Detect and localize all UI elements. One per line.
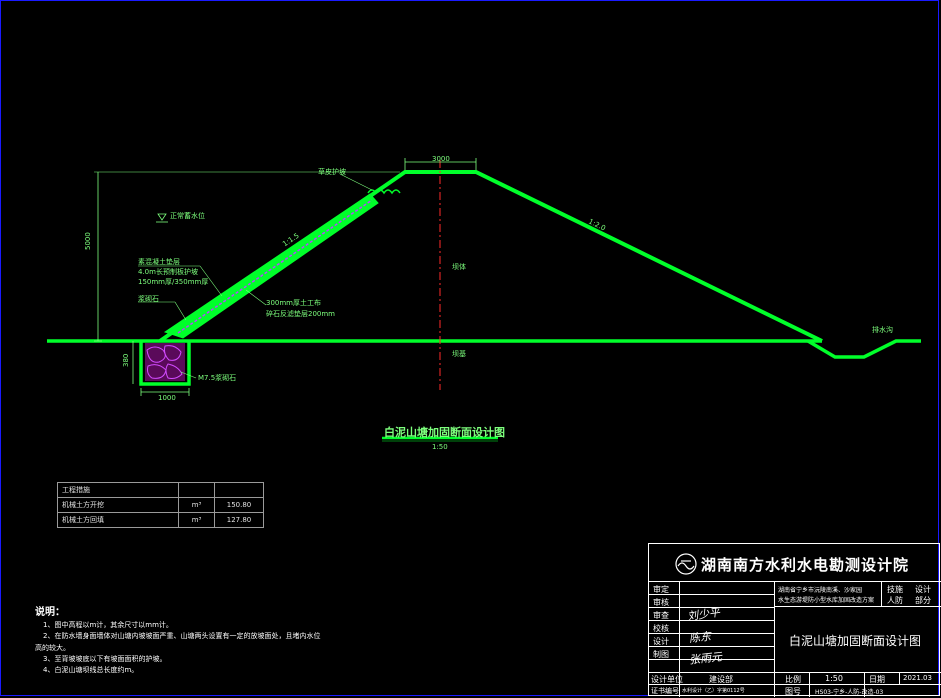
top-width-label: 3000: [432, 155, 450, 163]
dam-body-label: 坝体: [452, 263, 466, 271]
cutoff-label-1: 300mm厚土工布: [266, 299, 321, 307]
quantity-item: 机械土方回填: [57, 512, 179, 528]
dam-outline: [158, 170, 823, 343]
project-name-line-2: 水生态游堤防小型水库加固改造方案: [778, 597, 875, 604]
note-line: 3、至背坡坡底以下有坡面面积的护坡。: [43, 654, 167, 663]
drawing-name: 白泥山塘加固断面设计图: [789, 634, 922, 648]
water-level-icon: [157, 213, 167, 221]
water-level-label: 正常蓄水位: [170, 212, 205, 220]
quantity-value: 150.80: [214, 497, 264, 513]
quantity-table: 工程措施 机械土方开挖 m³ 150.80 机械土方回填 m³ 127.80: [57, 482, 264, 528]
company-logo-icon: [675, 553, 697, 575]
quantity-unit: m³: [178, 512, 215, 528]
notes-title: 说明：: [35, 607, 65, 618]
scale-value: 1:50: [825, 674, 843, 683]
concrete-protection-label: 150mm厚/350mm厚: [138, 278, 209, 286]
role-label: 设计: [653, 637, 669, 646]
dept-label: 设计单位: [651, 675, 683, 684]
drain-ditch-label: 排水沟: [872, 326, 893, 334]
date-value: 2021.03: [903, 674, 932, 682]
note-line: 4、白泥山塘坝线总长度约m。: [43, 666, 139, 675]
role-label: 审定: [653, 585, 669, 594]
height-label: 5000: [84, 232, 92, 250]
title-block: 湖南南方水利水电勘测设计院 审定 审核 审查 校核 设计 制图 刘少平 陈东 张…: [648, 543, 941, 697]
table-row: 机械土方开挖 m³ 150.80: [57, 497, 264, 513]
scale-label: 比例: [785, 675, 801, 684]
part-a: 人防: [887, 596, 903, 605]
signature: 陈东: [688, 629, 712, 646]
dept-value: 建设部: [709, 675, 733, 684]
upstream-protection: [163, 193, 379, 339]
toe-note-label: M7.5浆砌石: [198, 374, 237, 382]
drawing-scale: 1:50: [432, 443, 448, 451]
toe-width-label: 1000: [158, 394, 176, 402]
project-name-line-1: 湖南省宁乡市沅陵南溪、沙家园: [778, 587, 863, 594]
table-row: 工程措施: [57, 482, 264, 498]
cert-value: 水利设计（乙）字第0112号: [682, 688, 745, 694]
dam-foundation-label: 坝基: [452, 350, 466, 358]
table-row: 机械土方回填 m³ 127.80: [57, 512, 264, 528]
role-label: 审查: [653, 611, 669, 620]
quantity-unit: m³: [178, 497, 215, 513]
note-line: 1、图中高程以m计，其余尺寸以mm计。: [43, 621, 173, 630]
stage-label: 设计: [915, 585, 931, 594]
quantity-value: 127.80: [214, 512, 264, 528]
toe-trench: [139, 341, 191, 386]
part-b: 部分: [915, 596, 931, 605]
stage-value: 技施: [887, 585, 903, 594]
upstream-riprap: [177, 199, 373, 334]
signature: 张雨元: [688, 650, 723, 667]
notes: 说明： 1、图中高程以m计，其余尺寸以mm计。 2、在防水墙身面墙体对山塘内坡坡…: [35, 607, 320, 676]
base-layer-label-2: 4.0m长预制板护坡: [138, 268, 198, 276]
cutoff-label-2: 碎石反滤垫层200mm: [266, 310, 335, 318]
note-line: 2、在防水墙身面墙体对山塘内坡坡面严重、山塘两头设置有一定的放坡面处，且堵内水位: [43, 632, 321, 641]
note-line: 高的较大。: [35, 643, 70, 652]
grass-protection-mark: [367, 189, 401, 195]
table-header: 工程措施: [57, 482, 179, 498]
company-name: 湖南南方水利水电勘测设计院: [701, 556, 910, 574]
grass-protection-label: 草皮护坡: [318, 168, 346, 176]
drawing-no-label: 图号: [785, 687, 801, 696]
upper-rock-label: 浆砌石: [138, 295, 159, 303]
drawing-no-value: HS03-宁乡-人防-改造-03: [815, 689, 884, 696]
quantity-item: 机械土方开挖: [57, 497, 179, 513]
toe-depth-label: 380: [122, 353, 130, 367]
cert-label: 证书编号: [651, 687, 679, 695]
signature: 刘少平: [686, 605, 721, 624]
role-label: 校核: [653, 624, 669, 633]
toe-rock-pattern: [146, 345, 183, 379]
date-label: 日期: [869, 675, 885, 684]
base-layer-label-1: 素混凝土垫层: [138, 258, 180, 266]
role-label: 制图: [653, 650, 669, 659]
drawing-title: 白泥山塘加固断面设计图: [384, 426, 505, 439]
drain-ditch-line: [807, 339, 921, 359]
role-label: 审核: [653, 598, 669, 607]
